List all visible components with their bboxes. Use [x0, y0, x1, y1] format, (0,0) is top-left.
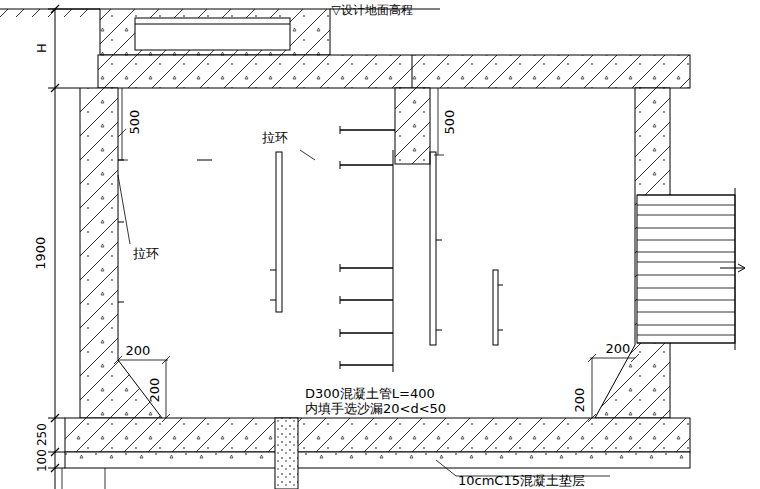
note-text: 10cmC15混凝土垫层 — [458, 474, 585, 488]
dimension-text: 200 — [148, 378, 162, 403]
dimension-text: H — [35, 43, 49, 53]
dimension-text: 500 — [443, 110, 457, 135]
dimension-text: 200 — [606, 342, 631, 356]
dimension-text: 500 — [128, 110, 142, 135]
dimension-text: 200 — [126, 344, 151, 358]
dimension-text: 250 — [35, 424, 48, 447]
dimension-text: 100 — [35, 450, 48, 473]
dimension-text: 200 — [573, 388, 587, 413]
dimension-text: 1900 — [35, 236, 49, 269]
note-text: 内填手选沙漏20<d<50 — [305, 402, 446, 416]
note-text: D300混凝土管L=400 — [305, 387, 435, 401]
elevation-mark: ▽设计地面高程 — [331, 4, 412, 17]
part-label: 拉环 — [133, 247, 159, 261]
part-label: 拉环 — [262, 131, 288, 145]
